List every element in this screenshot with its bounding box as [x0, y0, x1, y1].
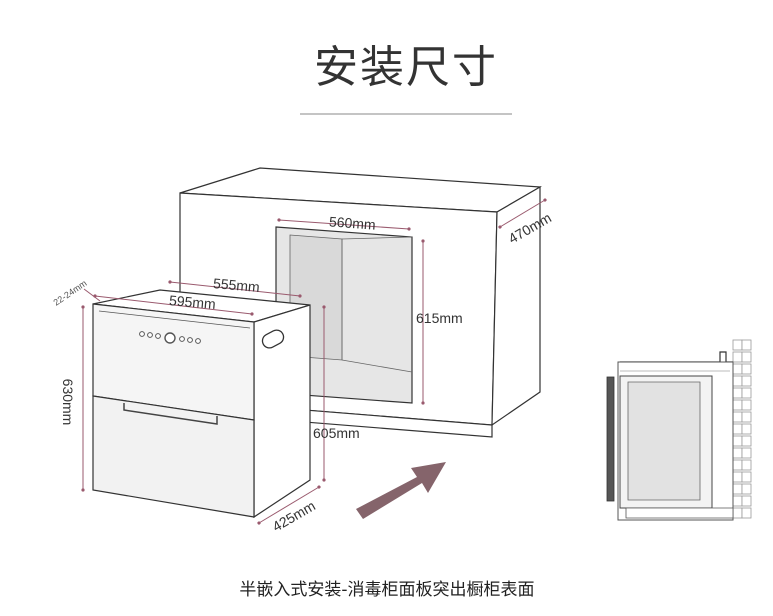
control-button — [139, 331, 145, 337]
dim-line-cabinet-depth — [498, 198, 547, 229]
control-button — [147, 332, 153, 338]
dim-line-product-depth — [168, 280, 302, 298]
insert-arrow-icon — [356, 462, 446, 519]
product-front-lower — [92, 395, 255, 518]
wall-tiles — [732, 339, 752, 519]
drawer-handle — [123, 403, 218, 425]
page-title: 安装尺寸 — [314, 42, 498, 93]
label-side-depth: 425mm — [270, 497, 318, 534]
control-button — [195, 338, 201, 344]
control-button — [179, 336, 185, 342]
dim-line-panel-gap — [83, 288, 101, 302]
section-countertop — [620, 351, 733, 363]
disinfection-cabinet — [92, 289, 311, 519]
label-opening-width: 560mm — [329, 213, 377, 232]
section-front-panel — [606, 376, 615, 502]
section-view — [606, 339, 752, 521]
label-rear-height: 605mm — [313, 425, 360, 441]
control-button — [187, 337, 193, 343]
dim-line-side-depth — [257, 485, 321, 525]
label-opening-height: 615mm — [416, 310, 463, 326]
dim-line-opening-width — [277, 218, 411, 231]
cabinet-side — [491, 185, 541, 427]
dim-line-front-width — [93, 294, 254, 316]
side-handle — [261, 329, 285, 349]
section-product-inner — [627, 381, 701, 501]
label-product-depth: 555mm — [212, 275, 260, 295]
caption: 半嵌入式安装-消毒柜面板突出橱柜表面 — [239, 580, 534, 600]
label-panel-gap: 22-24mm — [52, 278, 89, 308]
label-product-height: 630mm — [60, 379, 76, 426]
control-button — [155, 333, 161, 339]
power-knob-icon — [164, 332, 176, 344]
label-front-width: 595mm — [168, 292, 216, 312]
control-panel — [139, 331, 201, 344]
